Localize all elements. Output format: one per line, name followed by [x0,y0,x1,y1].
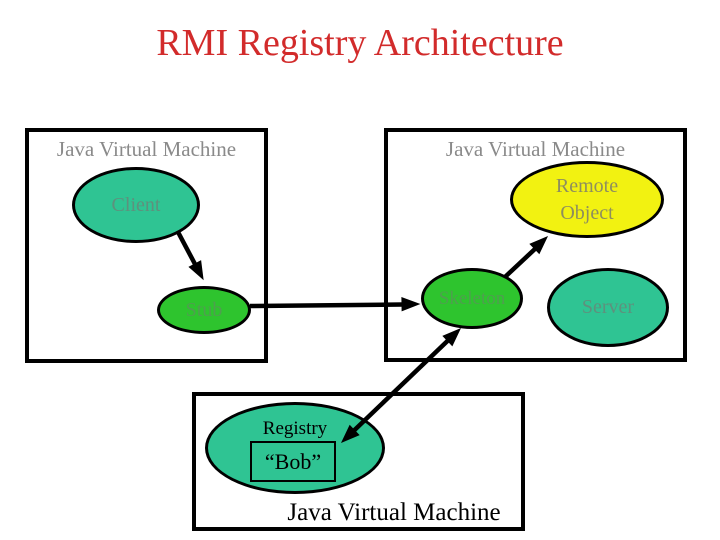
registry-jvm-label: Java Virtual Machine [287,499,501,526]
skeleton-node-label: Skeleton [438,288,506,309]
remote-object-label-line1: Remote [555,174,619,197]
server-node: Server [547,268,669,347]
remote-object-label-line2: Object [560,201,614,224]
skeleton-node: Skeleton [421,268,523,329]
stub-node-label: Stub [185,298,223,321]
slide-title: RMI Registry Architecture [156,22,564,64]
server-node-label: Server [581,296,635,318]
client-jvm-label: Java Virtual Machine [56,137,237,161]
bob-binding-label: “Bob” [264,448,322,474]
client-node-label: Client [111,193,161,216]
registry-node: Registry “Bob” [205,402,385,494]
client-node: Client [72,167,200,243]
stub-node: Stub [157,286,251,334]
remote-object-node: Remote Object [510,161,664,238]
server-jvm-label: Java Virtual Machine [445,137,626,161]
registry-node-label: Registry [262,418,328,439]
bob-binding-rect: “Bob” [250,441,336,482]
